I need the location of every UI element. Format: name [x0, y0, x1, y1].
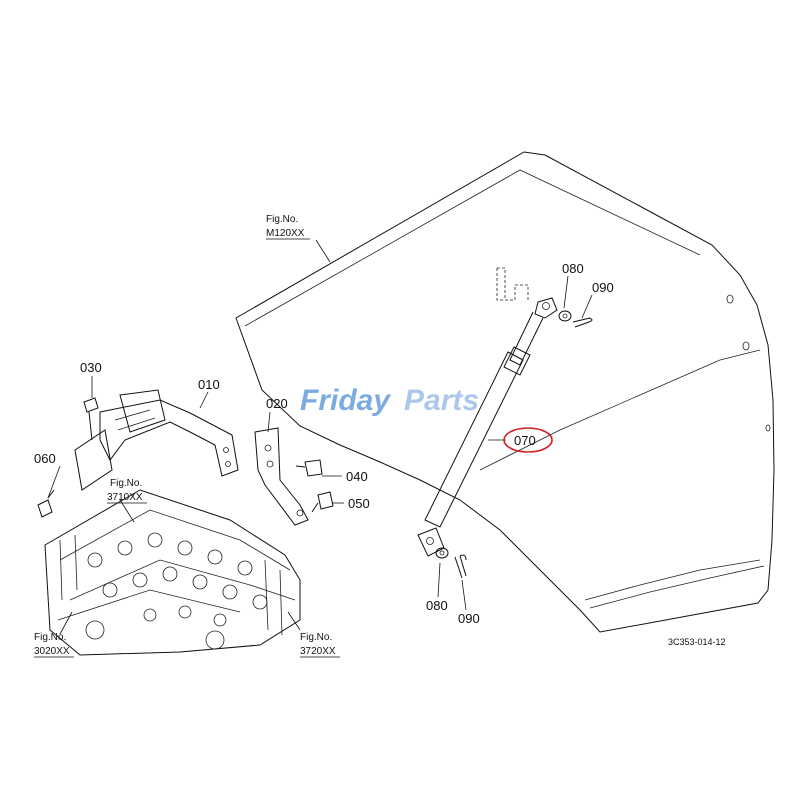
figure-ref-number: 3710XX	[107, 492, 143, 503]
washer-top	[558, 310, 572, 322]
cylinder-head	[44, 489, 301, 656]
leader-lines	[47, 239, 593, 635]
part-label-030[interactable]: 030	[80, 360, 102, 375]
part-label-060[interactable]: 060	[34, 451, 56, 466]
valve-ports	[85, 532, 268, 650]
part-label-010[interactable]: 010	[198, 377, 220, 392]
part-label-020[interactable]: 020	[266, 396, 288, 411]
pin-bottom	[454, 554, 467, 579]
figure-ref-3720: Fig.No. 3720XX	[300, 632, 340, 658]
hood-panel	[235, 151, 775, 633]
bracket-010	[74, 389, 239, 491]
figure-ref-3710: Fig.No. 3710XX	[107, 478, 147, 504]
part-label-090-bottom[interactable]: 090	[458, 611, 480, 626]
pin-top	[572, 317, 593, 328]
figure-ref-caption: Fig.No.	[34, 632, 66, 643]
bolt-060	[37, 489, 55, 518]
part-label-070[interactable]: 070	[514, 433, 536, 448]
bolt-040	[295, 459, 323, 477]
part-label-080-bottom[interactable]: 080	[426, 598, 448, 613]
figure-ref-number: 3020XX	[34, 646, 70, 657]
figure-ref-number: 3720XX	[300, 646, 336, 657]
part-label-040[interactable]: 040	[346, 469, 368, 484]
figure-ref-m120: Fig.No. M120XX	[266, 214, 310, 240]
gas-strut	[417, 297, 558, 557]
part-label-080-top[interactable]: 080	[562, 261, 584, 276]
part-label-090-top[interactable]: 090	[592, 280, 614, 295]
figure-ref-caption: Fig.No.	[110, 478, 142, 489]
watermark-part2: Parts	[404, 384, 479, 417]
bolt-050	[311, 491, 334, 513]
highlighted-part-070[interactable]: 070	[503, 427, 553, 453]
figure-ref-caption: Fig.No.	[300, 632, 332, 643]
figure-ref-number: M120XX	[266, 228, 305, 239]
watermark-logo: Friday Parts	[300, 384, 479, 417]
figure-ref-caption: Fig.No.	[266, 214, 298, 225]
watermark-part1: Friday	[300, 384, 391, 417]
figure-ref-3020: Fig.No. 3020XX	[34, 632, 74, 658]
bolt-030	[83, 397, 99, 441]
drawing-code: 3C353-014-12	[668, 637, 726, 647]
washer-bottom	[435, 547, 449, 559]
bracket-020	[254, 427, 309, 526]
highlight-ring	[503, 427, 553, 453]
part-label-050[interactable]: 050	[348, 496, 370, 511]
